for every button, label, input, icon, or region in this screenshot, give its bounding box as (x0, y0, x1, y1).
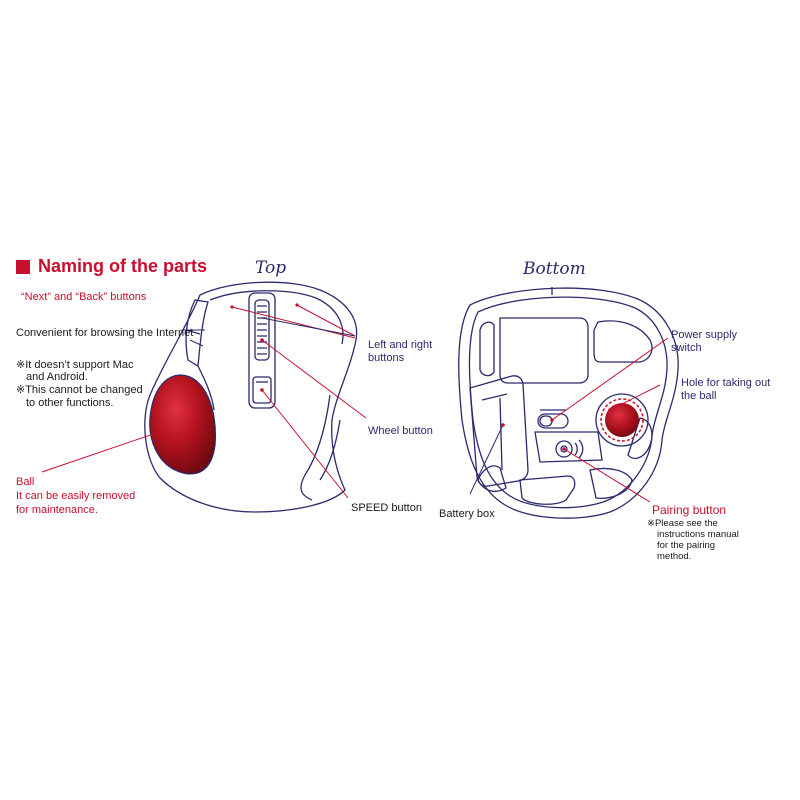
label-hole-2: the ball (681, 390, 717, 402)
top-mouse-body (144, 281, 358, 513)
battery-box (469, 375, 529, 487)
top-ball (149, 374, 217, 475)
label-ball: Ball (16, 476, 35, 488)
power-switch (537, 413, 569, 429)
label-left-right-2: buttons (368, 352, 405, 364)
view-title-top: Top (255, 258, 287, 278)
label-note1a: ※It doesn’t support Mac (16, 359, 134, 371)
label-note1b: and Android. (26, 371, 88, 383)
label-ball-desc1: It can be easily removed (16, 490, 136, 502)
leader-lines (41, 304, 669, 503)
next-back-buttons (185, 299, 209, 368)
label-pair-note2: instructions manual (657, 529, 739, 540)
bottom-ball-ring (600, 398, 644, 442)
label-pairing: Pairing button (652, 503, 727, 517)
label-hole-1: Hole for taking out (681, 377, 771, 389)
label-pair-note1: ※Please see the (647, 518, 718, 529)
top-view-mouse (144, 281, 358, 513)
label-battery: Battery box (439, 508, 495, 520)
label-ball-desc2: for maintenance. (16, 504, 98, 516)
label-power-1: Power supply (671, 329, 738, 341)
label-pair-note3: for the pairing (657, 540, 716, 551)
speed-button-shape (252, 376, 272, 404)
label-pair-note4: method. (657, 551, 692, 562)
label-left-right-1: Left and right (368, 339, 433, 351)
label-note2b: to other functions. (26, 397, 114, 409)
wheel-slot (248, 292, 276, 409)
label-note2a: ※This cannot be changed (16, 384, 143, 396)
section-heading: Naming of the parts (16, 256, 207, 277)
label-power-2: switch (671, 342, 702, 354)
bottom-ball (605, 403, 639, 437)
heading-square-icon (16, 259, 30, 274)
label-wheel: Wheel button (368, 425, 433, 437)
bottom-view-mouse (458, 287, 679, 519)
bottom-mouse-body (458, 287, 679, 519)
label-next-back: “Next” and “Back” buttons (21, 291, 147, 303)
label-speed: SPEED button (351, 502, 422, 514)
heading-text: Naming of the parts (38, 256, 208, 276)
view-title-bottom: Bottom (523, 259, 586, 279)
label-convenient: Convenient for browsing the Internet (16, 327, 194, 339)
pairing-button (555, 440, 573, 458)
